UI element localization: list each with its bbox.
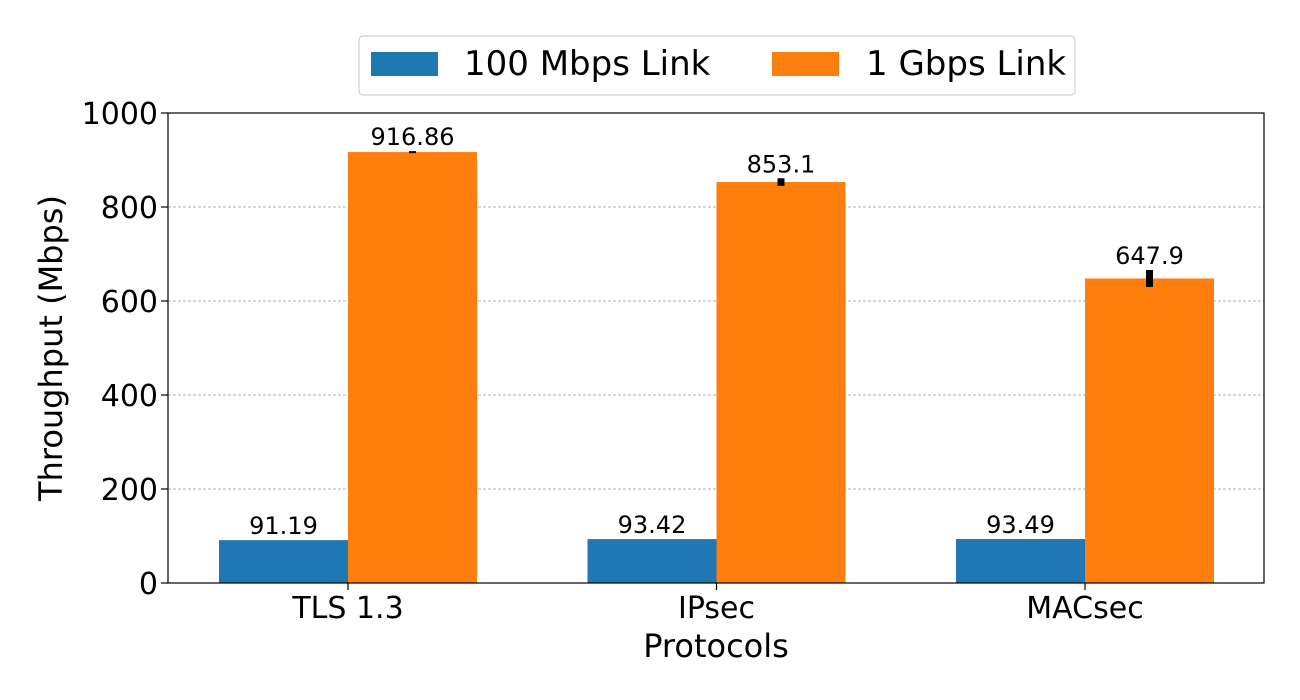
error-bar	[777, 178, 785, 186]
data-label: 91.19	[249, 512, 318, 540]
data-label: 93.49	[986, 511, 1055, 539]
data-label: 916.86	[371, 123, 455, 151]
y-tick-label: 1000	[82, 97, 158, 132]
legend-label-1gbps: 1 Gbps Link	[866, 44, 1066, 84]
y-tick-label: 600	[101, 285, 158, 320]
x-axis-title: Protocols	[643, 627, 789, 665]
y-tick-label: 800	[101, 191, 158, 226]
legend-swatch-1gbps	[772, 52, 839, 76]
y-tick-label: 200	[101, 473, 158, 508]
legend: 100 Mbps Link 1 Gbps Link	[358, 35, 1076, 96]
data-labels: 91.19 916.86 93.42 853.1 93.49 647.9	[249, 123, 1184, 540]
bars	[219, 151, 1214, 583]
x-tick-label: TLS 1.3	[291, 591, 403, 626]
data-label: 93.42	[618, 511, 687, 539]
y-tick-label: 400	[101, 379, 158, 414]
bar	[956, 539, 1085, 583]
y-axis-title: Throughput (Mbps)	[32, 195, 70, 502]
data-label: 853.1	[747, 150, 816, 178]
error-bar	[409, 151, 416, 154]
x-tick-label: MACsec	[1026, 591, 1143, 626]
error-bar	[1146, 270, 1153, 287]
y-tick-label: 0	[139, 567, 158, 602]
bar	[587, 539, 717, 583]
data-label: 647.9	[1115, 242, 1184, 270]
legend-swatch-100mbps	[371, 52, 438, 76]
legend-frame	[358, 35, 1076, 96]
bar	[716, 182, 846, 583]
bar	[219, 540, 348, 583]
bar	[348, 152, 477, 583]
legend-label-100mbps: 100 Mbps Link	[464, 44, 711, 84]
bar	[1085, 278, 1214, 583]
x-tick-label: IPsec	[678, 591, 755, 626]
